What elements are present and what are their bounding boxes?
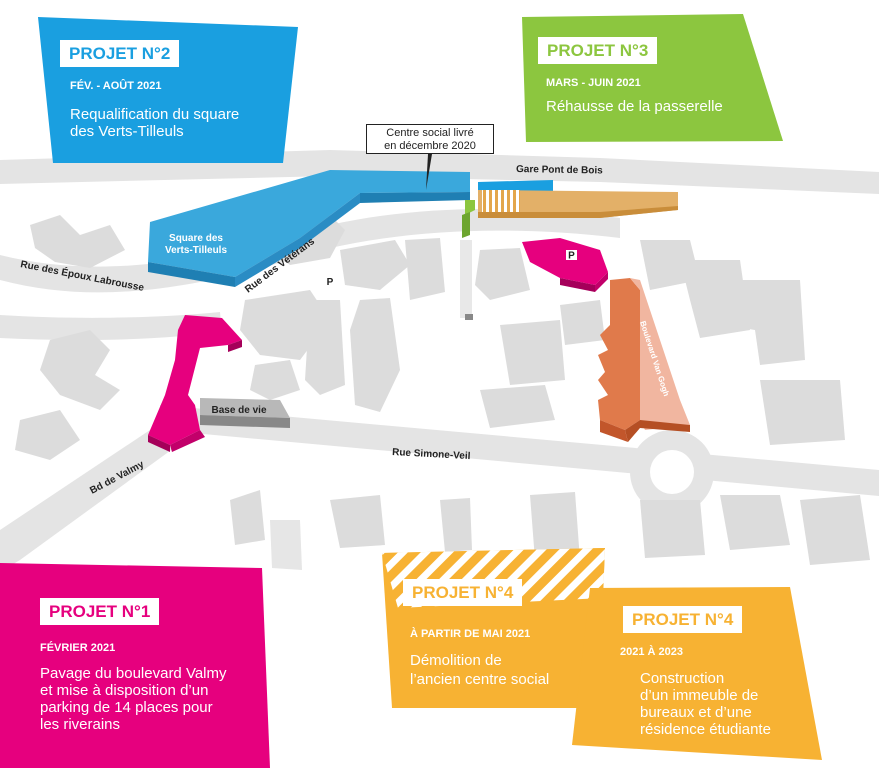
parking-label-b: P (568, 251, 575, 262)
project-4b-desc-2: d’un immeuble de (640, 687, 759, 704)
project-3-title: PROJET N°3 (538, 37, 658, 64)
parking-label-a: P (327, 277, 334, 288)
project-1-title: PROJET N°1 (40, 598, 160, 625)
street-simone-veil: Rue Simone-Veil (392, 447, 471, 462)
project-4b-date: 2021 À 2023 (620, 646, 683, 658)
parking-icon (566, 250, 577, 260)
project-1-desc-2: et mise à disposition d’un (40, 682, 209, 699)
project-4a-desc-1: Démolition de (410, 652, 502, 669)
callout-pointer (426, 154, 432, 190)
base-de-vie-label: Base de vie (211, 405, 266, 416)
project-4b-desc-1: Construction (640, 670, 725, 687)
project-2-desc-1: Requalification du square (70, 106, 240, 123)
project-3-date: MARS - JUIN 2021 (546, 77, 641, 89)
van-gogh-building (598, 278, 690, 442)
project-4a-date: À PARTIR DE MAI 2021 (410, 628, 531, 640)
demolition-site (462, 180, 678, 238)
callout-line-2: en décembre 2020 (384, 140, 476, 152)
project-1-desc-4: les riverains (40, 716, 121, 733)
callout-line-1: Centre social livré (386, 127, 474, 139)
parking-pink: P (522, 238, 608, 292)
boulevard-valmy-project (148, 315, 242, 452)
square-verts-tilleuls (148, 170, 470, 287)
project-4a-title: PROJET N°4 (403, 579, 523, 606)
gare-pont-de-bois-label: Gare Pont de Bois (516, 164, 603, 177)
project-1-desc-1: Pavage du boulevard Valmy (40, 665, 227, 682)
square-label-1: Square des (169, 233, 223, 244)
project-3-desc-1: Réhausse de la passerelle (546, 98, 723, 115)
project-1-desc-3: parking de 14 places pour (40, 699, 213, 716)
centre-social-callout: Centre social livré en décembre 2020 (366, 124, 494, 154)
project-4b-desc-4: résidence étudiante (640, 721, 771, 738)
project-4a-desc-2: l’ancien centre social (410, 671, 550, 688)
background-buildings (15, 200, 870, 570)
project-4b-desc-3: bureaux et d’une (640, 704, 752, 721)
base-de-vie: Base de vie (200, 398, 290, 428)
project-1-date: FÉVRIER 2021 (40, 642, 116, 654)
project-2-date: FÉV. - AOÛT 2021 (70, 80, 162, 92)
project-4b-title: PROJET N°4 (623, 606, 743, 633)
project-2-title: PROJET N°2 (60, 40, 180, 67)
project-2-desc-2: des Verts-Tilleuls (70, 123, 184, 140)
square-label-2: Verts-Tilleuls (165, 245, 228, 256)
